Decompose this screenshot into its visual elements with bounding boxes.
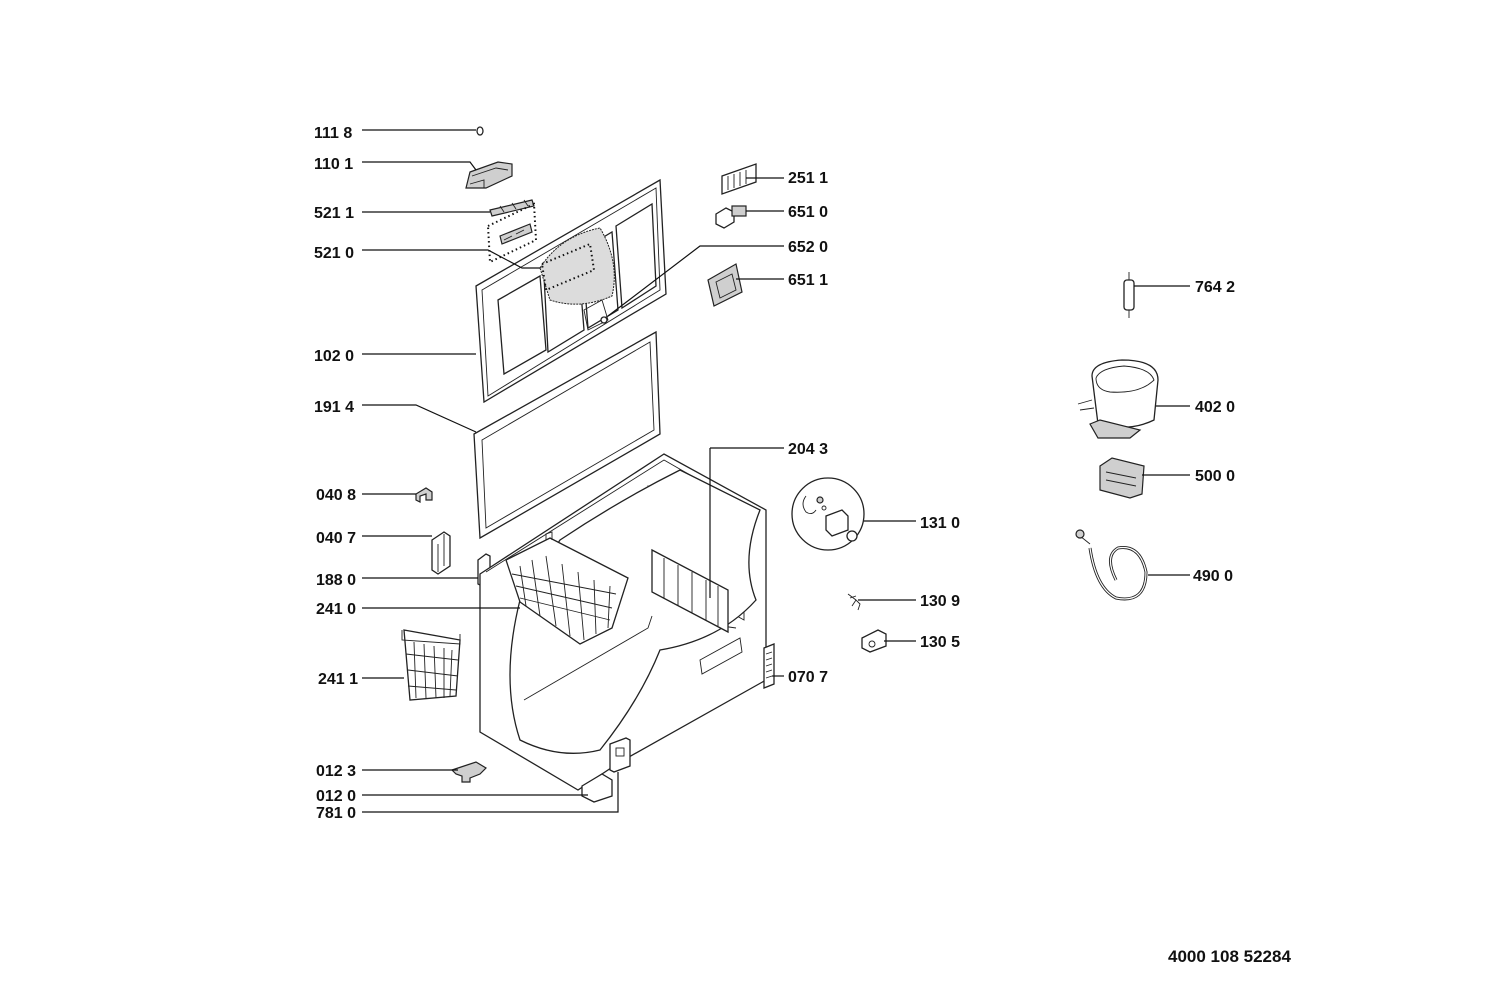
label-part-2410: 241 0 xyxy=(316,601,356,618)
part-7810-drawing xyxy=(609,737,631,773)
part-2411-drawing xyxy=(401,629,461,701)
label-part-1020: 102 0 xyxy=(314,348,354,365)
part-1118-drawing xyxy=(476,126,484,136)
part-4020-drawing xyxy=(1077,359,1159,439)
label-part-2511: 251 1 xyxy=(788,170,828,187)
part-6511-drawing xyxy=(707,263,743,307)
part-labels: 111 8 110 1 521 1 521 0 102 0 191 4 040 … xyxy=(314,125,1235,822)
label-part-1101: 110 1 xyxy=(314,156,353,173)
part-1020-drawing xyxy=(475,178,667,404)
label-part-7810: 781 0 xyxy=(316,805,356,822)
label-part-0707: 070 7 xyxy=(788,669,828,686)
part-1310-drawing xyxy=(791,477,865,551)
part-2410-drawing xyxy=(505,531,629,645)
label-part-1310: 131 0 xyxy=(920,515,960,532)
part-0407-drawing xyxy=(431,531,451,575)
part-1914-drawing xyxy=(473,330,661,540)
label-part-0407: 040 7 xyxy=(316,530,356,547)
label-part-5211: 521 1 xyxy=(314,205,354,222)
part-4900-drawing xyxy=(1075,529,1148,601)
label-part-6511: 651 1 xyxy=(788,272,828,289)
label-part-0120: 012 0 xyxy=(316,788,356,805)
foam-insulation-cutaway xyxy=(539,227,615,305)
label-part-1880: 188 0 xyxy=(316,572,356,589)
label-part-1914: 191 4 xyxy=(314,399,354,416)
part-0408-drawing xyxy=(415,487,433,503)
part-5000-drawing xyxy=(1099,457,1145,499)
label-part-7642: 764 2 xyxy=(1195,279,1235,296)
label-part-6510: 651 0 xyxy=(788,204,828,221)
label-part-2411: 241 1 xyxy=(318,671,358,688)
label-part-4900: 490 0 xyxy=(1193,568,1233,585)
part-2043-drawing xyxy=(651,548,729,634)
part-1101-drawing xyxy=(465,161,513,189)
label-part-1305: 130 5 xyxy=(920,634,960,651)
label-part-1309: 130 9 xyxy=(920,593,960,610)
cabinet-body-drawing xyxy=(479,453,767,791)
leader-lines xyxy=(362,129,1190,813)
label-part-2043: 204 3 xyxy=(788,441,828,458)
label-part-5210: 521 0 xyxy=(314,245,354,262)
part-2511-drawing xyxy=(721,163,757,195)
label-part-4020: 402 0 xyxy=(1195,399,1235,416)
part-0120-drawing xyxy=(581,773,613,803)
part-5211-drawing xyxy=(489,199,535,217)
part-5210-drawing xyxy=(486,202,538,264)
part-6510-drawing xyxy=(715,205,747,229)
label-part-5000: 500 0 xyxy=(1195,468,1235,485)
part-1305-drawing xyxy=(861,629,887,653)
document-number: 4000 108 52284 xyxy=(1168,947,1291,966)
part-7642-drawing xyxy=(1123,272,1135,318)
label-part-1118: 111 8 xyxy=(314,125,352,142)
part-0123-drawing xyxy=(450,761,487,783)
part-1309-drawing xyxy=(847,593,861,611)
label-part-0123: 012 3 xyxy=(316,763,356,780)
label-part-6520: 652 0 xyxy=(788,239,828,256)
label-part-0408: 040 8 xyxy=(316,487,356,504)
part-0707-drawing xyxy=(763,643,775,689)
